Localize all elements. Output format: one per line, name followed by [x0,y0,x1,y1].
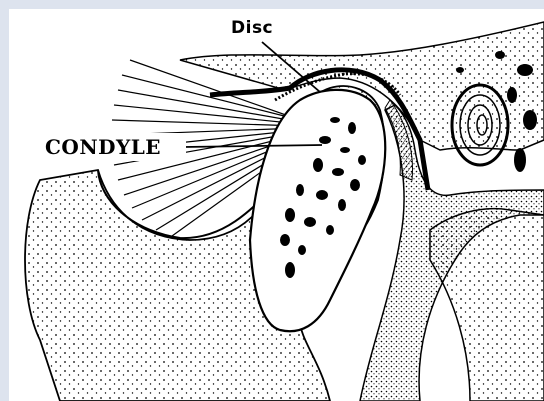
label-condyle: CONDYLE [45,135,161,159]
label-disc: Disc [231,18,273,38]
condyle-head [250,90,385,331]
styloid-region [430,209,544,401]
